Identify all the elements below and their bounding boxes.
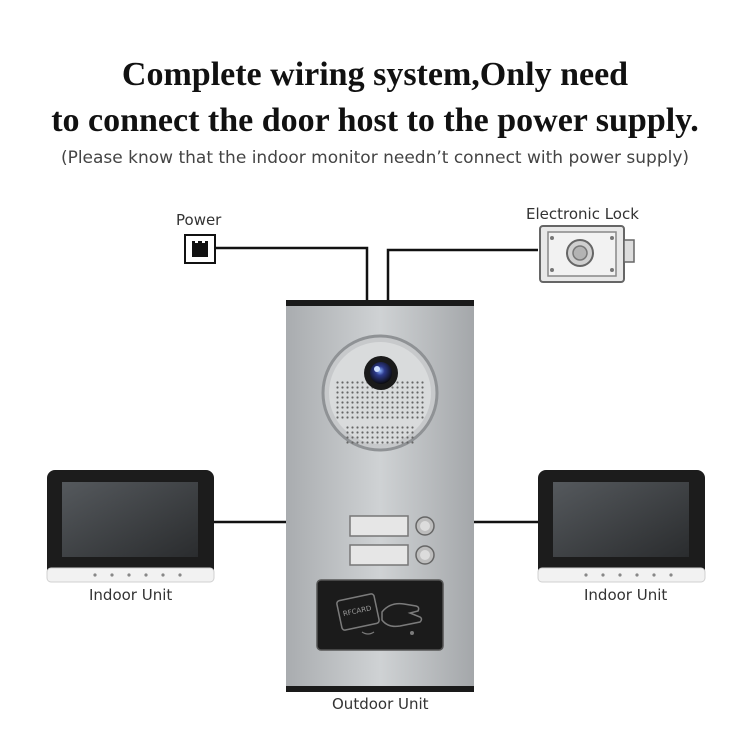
power-supply-note: (Please know that the indoor monitor nee…: [60, 148, 690, 168]
outdoor-unit: RFCARD: [286, 300, 474, 692]
rfid-reader: RFCARD: [316, 579, 444, 651]
power-supply-icon: [184, 234, 216, 264]
indoor-unit-right-label: Indoor Unit: [584, 586, 668, 604]
heading-line-1: Complete wiring system,Only need: [121, 56, 629, 93]
electronic-lock-icon: [539, 225, 635, 283]
indoor-unit-right: [537, 470, 706, 583]
call-button-row-2: [349, 544, 435, 566]
outdoor-unit-label: Outdoor Unit: [332, 695, 429, 713]
hand-icon: [381, 602, 423, 628]
electronic-lock-label: Electronic Lock: [526, 205, 639, 223]
power-wire: [215, 246, 369, 302]
camera-module: [321, 334, 439, 452]
indoor-unit-left: [46, 470, 215, 583]
heading-line-2: to connect the door host to the power su…: [51, 102, 699, 139]
indoor-unit-left-label: Indoor Unit: [89, 586, 173, 604]
call-button-row-1: [349, 515, 435, 537]
wires: [214, 246, 538, 524]
lock-wire: [386, 248, 538, 302]
power-label: Power: [176, 211, 222, 229]
